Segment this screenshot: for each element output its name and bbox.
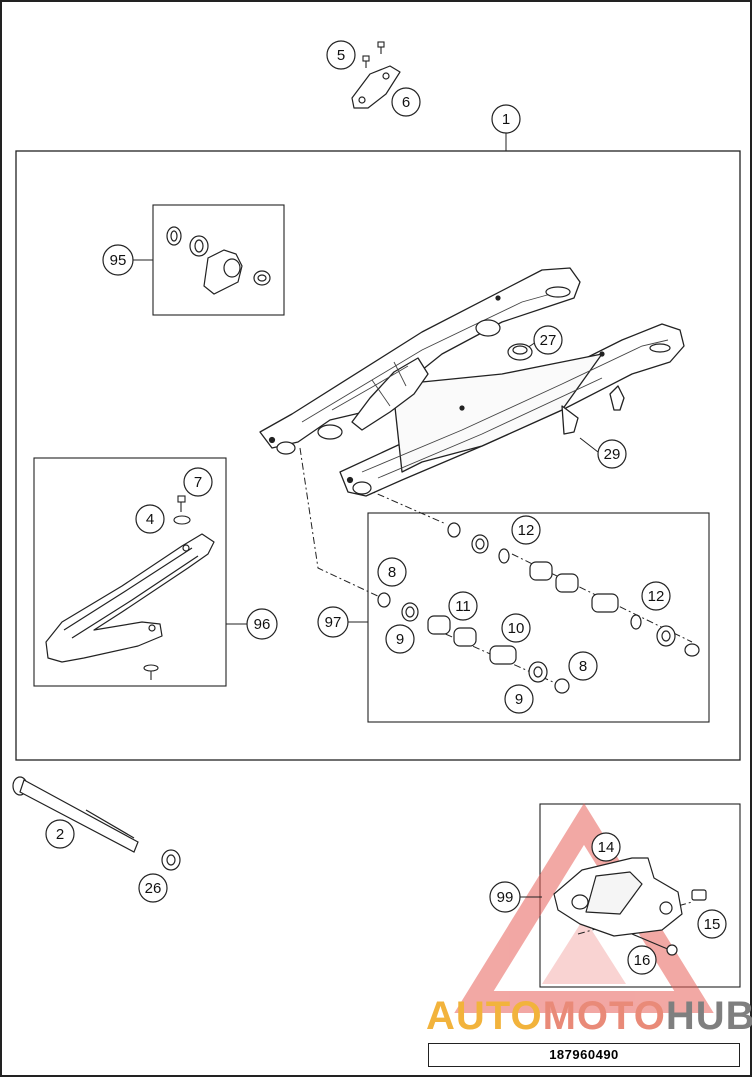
callout-5: 5: [326, 40, 356, 70]
svg-text:26: 26: [145, 880, 162, 897]
watermark-text-auto: AUTO: [426, 994, 543, 1038]
swingarm-detail-lines: [301, 291, 669, 479]
chain-guide-99-icon: [553, 857, 707, 956]
callout-2: 2: [45, 819, 75, 849]
svg-text:96: 96: [254, 616, 271, 633]
callout-6: 6: [391, 87, 421, 117]
callout-97: 97: [317, 606, 349, 638]
callout-9-a: 9: [385, 624, 415, 654]
callout-16: 16: [627, 945, 657, 975]
svg-text:1: 1: [502, 111, 510, 128]
kit-97-parts: [377, 522, 700, 694]
callout-15: 15: [697, 909, 727, 939]
svg-text:7: 7: [194, 474, 202, 491]
svg-text:95: 95: [110, 252, 127, 269]
callout-11: 11: [448, 591, 478, 621]
callout-29: 29: [597, 439, 627, 469]
watermark-text: AUTOMOTOHUB: [426, 992, 752, 1040]
callout-14: 14: [591, 832, 621, 862]
callout-12-b: 12: [641, 581, 671, 611]
svg-text:16: 16: [634, 952, 651, 969]
callout-95: 95: [102, 244, 134, 276]
cover-plate-6-icon: [351, 65, 401, 109]
svg-text:9: 9: [515, 691, 523, 708]
svg-text:99: 99: [497, 889, 514, 906]
svg-text:10: 10: [508, 620, 525, 637]
kit-96-frame: [33, 457, 227, 687]
svg-text:4: 4: [146, 511, 154, 528]
callout-7: 7: [183, 467, 213, 497]
callout-9-b: 9: [504, 684, 534, 714]
callout-27: 27: [533, 325, 563, 355]
svg-text:6: 6: [402, 94, 410, 111]
chain-slider-96-icon: [45, 533, 215, 663]
diagram-id-number: 187960490: [428, 1043, 740, 1067]
callout-26: 26: [138, 873, 168, 903]
svg-text:5: 5: [337, 47, 345, 64]
callout-96: 96: [246, 608, 278, 640]
svg-text:9: 9: [396, 631, 404, 648]
callout-12-a: 12: [511, 515, 541, 545]
svg-text:8: 8: [579, 658, 587, 675]
callout-8-a: 8: [377, 557, 407, 587]
callout-99: 99: [489, 881, 521, 913]
axle-2-icon: [12, 776, 139, 853]
svg-text:2: 2: [56, 826, 64, 843]
kit-95-parts: [166, 226, 271, 295]
svg-text:8: 8: [388, 564, 396, 581]
screw-5-icon: [362, 41, 385, 68]
swingarm-bores: [268, 286, 671, 495]
svg-text:29: 29: [604, 446, 621, 463]
swingarm-assembly-frame: [15, 150, 741, 761]
callout-8-b: 8: [568, 651, 598, 681]
svg-text:15: 15: [704, 916, 721, 933]
nut-26-icon: [161, 849, 181, 871]
svg-text:14: 14: [598, 839, 615, 856]
svg-text:11: 11: [455, 598, 471, 615]
ring-27-icon: [507, 343, 533, 361]
svg-text:27: 27: [540, 332, 557, 349]
callout-4: 4: [135, 504, 165, 534]
kit-96-small-parts: [143, 495, 191, 680]
callout-1: 1: [491, 104, 521, 134]
watermark-text-hub: HUB: [665, 994, 752, 1038]
kit-97-frame: [367, 512, 710, 723]
callout-10: 10: [501, 613, 531, 643]
svg-text:12: 12: [648, 588, 665, 605]
watermark-text-moto: MOTO: [542, 994, 666, 1038]
svg-text:97: 97: [325, 614, 342, 631]
svg-text:12: 12: [518, 522, 535, 539]
